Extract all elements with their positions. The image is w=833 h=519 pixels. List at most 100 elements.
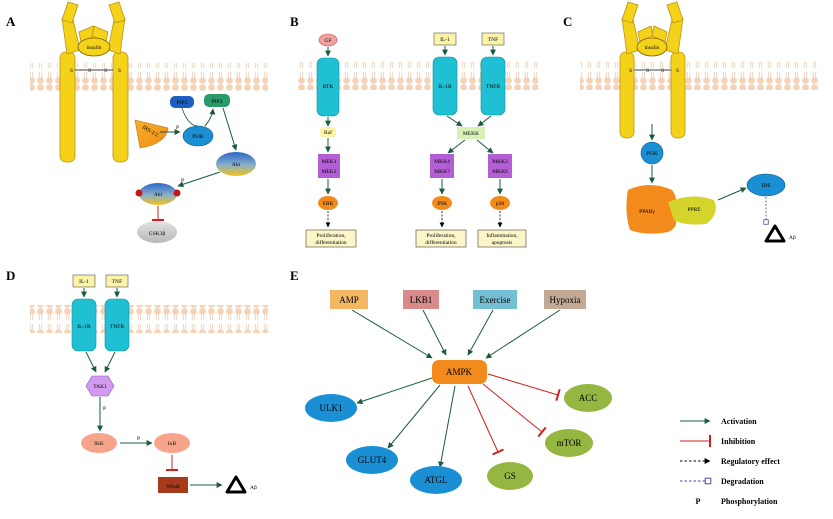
p38-outcome-2: apoptosis [492,240,513,246]
il1r-label-d: IL-1R [77,324,91,330]
hypoxia-to-ampk-arrow [485,309,561,359]
exercise-label: Exercise [480,295,511,305]
s-label-2: S [88,68,91,74]
glut4-node [346,446,398,474]
tnfr-to-tak1-arrow [104,351,116,373]
mtor-node [545,429,593,457]
mek1-label: MEK1 [322,159,337,165]
il1-ligand-d [72,274,96,288]
ampk-inhibits-mtor [482,383,547,438]
p-label-irs: P [176,125,179,131]
p38-node [490,196,510,210]
atgl-label: ATGL [425,475,448,485]
pip3-node [204,94,230,107]
p38-label: p38 [496,201,505,207]
p-label-tak1: P [103,406,106,412]
pip3-label: PIP3 [212,99,223,105]
jnk-outcome-2: differentiation [425,239,457,246]
panel-b: B GF RTK Raf MEK1 MEK2 ERK Proliferation… [290,14,538,248]
legend-inhibition-label: Inhibition [721,437,756,446]
ampk-inhibits-acc [487,373,561,402]
erk-label: ERK [323,201,334,207]
panel-e-label: E [290,268,299,283]
irs-shape [134,119,169,149]
nfkb-label: NFκB [166,484,180,490]
acc-node [564,384,612,412]
mek12-node [318,154,340,178]
legend: Activation Inhibition Regulatory effect … [680,417,780,506]
atgl-node [410,466,462,494]
gs-label: GS [504,471,516,481]
mtor-label: mTOR [557,438,582,448]
abeta-triangle-d [225,475,247,494]
il1r-label-b: IL-1R [438,84,452,90]
tnfr-label-d: TNFR [110,324,124,330]
pi3k-label: PI3K [192,134,204,140]
insulin-receptor [59,1,129,163]
phospho-site-left [135,189,143,197]
mekk-to-mkk47-arrow [447,139,466,154]
cell-membrane-c [580,62,820,90]
tak1-label: TAK1 [93,384,107,390]
pi3k-label-c: PI3K [646,151,658,157]
s-label-c2: S [646,68,649,74]
ampk-to-glut4-arrow [387,384,441,449]
ppre-node [668,196,716,225]
amp-node [330,290,368,309]
ppre-label: PPRE [687,207,701,213]
akt-active-label: Akt [154,192,163,198]
erk-outcome-1: Proliferation, [316,232,346,239]
panel-e: E AMP LKB1 Exercise Hypoxia AMPK ULK1 GL… [290,268,612,494]
tnfr-receptor-d [104,298,130,352]
ulk1-label: ULK1 [320,403,343,413]
panel-d: D IL-1 TNF IL-1R TNFR TAK1 P IKK P IκB N… [6,268,268,494]
legend-p-symbol: P [696,497,701,506]
mkk7-label: MKK7 [434,169,450,175]
p-label-ikk: P [137,436,140,442]
il1-label-d: IL-1 [79,279,89,285]
tnfr-to-mekk-arrow [477,115,492,127]
glut4-label: GLUT4 [358,455,387,465]
tak1-node [85,375,115,397]
hypoxia-node [544,290,586,309]
raf-node [320,127,336,137]
pi3k-to-pip3-arrow [204,108,216,127]
pip2-label: PIP2 [177,100,188,106]
rtk-receptor [316,57,340,117]
ampk-node [432,360,487,384]
ide-label: IDE [761,183,771,189]
panel-a-label: A [6,14,16,29]
erk-outcome-2: differentiation [315,239,347,246]
lkb1-node [403,290,439,309]
hypoxia-label: Hypoxia [550,295,581,305]
panel-c: C insulin S S S S PI3K PPARγ PPRE IDE [563,1,820,243]
mkk4-label: MKK4 [434,159,450,165]
ppar-label: PPARγ [639,209,655,215]
s-label-c4: S [676,68,679,74]
panel-c-label: C [563,14,572,29]
gsk3b-label: GSK3β [149,231,166,237]
gf-label: GF [324,38,331,44]
insulin-label: insulin [87,45,102,51]
panel-a: A insulin S S S S IRS-1/2 P PI3K PIP2 PI… [6,1,268,243]
legend-phosphorylation-label: Phosphorylation [721,497,778,506]
lkb1-label: LKB1 [410,295,433,305]
mkk47-node [430,154,454,178]
akt-top-label: Akt [232,162,241,168]
gs-node [487,462,533,490]
phospho-site-right [173,189,181,197]
panel-b-label: B [290,14,299,29]
s-label-4: S [118,68,121,74]
il1r-to-tak1-arrow [85,351,97,373]
ampk-inhibits-gs [467,385,504,456]
mekk-to-mkk36-arrow [476,139,494,154]
ikb-node [154,433,190,453]
pi3k-node-c [640,141,664,165]
mekk-label: MEKK [463,131,479,137]
insulin-label-c: insulin [645,45,660,51]
cell-membrane-d [30,305,268,333]
il1r-receptor-d [71,298,97,352]
panel-d-label: D [6,268,15,283]
gf-node [318,33,338,47]
